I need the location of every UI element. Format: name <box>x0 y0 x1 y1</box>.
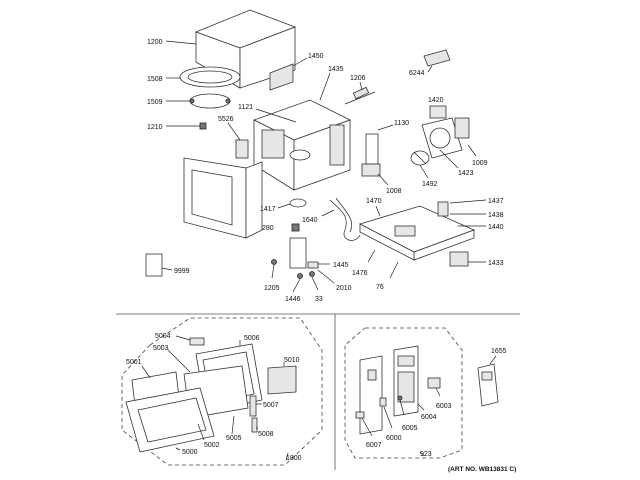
manual-9999 <box>145 253 163 277</box>
label-1446: 1446 <box>285 296 301 303</box>
part-5526 <box>235 139 249 159</box>
label-1508: 1508 <box>147 76 163 83</box>
label-1417: 1417 <box>260 206 276 213</box>
label-76: 76 <box>376 284 384 291</box>
label-1008: 1008 <box>386 188 402 195</box>
transformer-1433 <box>449 251 469 267</box>
label-5006: 5006 <box>244 335 260 342</box>
part-5010 <box>267 365 297 395</box>
label-5003: 5003 <box>153 345 169 352</box>
lamp-1206 <box>344 86 376 105</box>
control-group-boundary-923 <box>344 327 463 459</box>
art-number: (ART NO. WB13831 C) <box>448 466 516 473</box>
oven-cavity-1121 <box>252 99 352 191</box>
label-5008: 5008 <box>258 431 274 438</box>
label-1423: 1423 <box>458 170 474 177</box>
label-1450: 1450 <box>308 53 324 60</box>
label-1435: 1435 <box>328 66 344 73</box>
switch-assembly-1130 <box>361 133 381 177</box>
part-5007 <box>249 395 257 417</box>
control-label-1655 <box>477 363 499 407</box>
touch-panel-6004 <box>393 345 419 417</box>
door-panel-5000 <box>125 387 215 453</box>
label-5002: 5002 <box>204 442 220 449</box>
label-5005: 5005 <box>226 435 242 442</box>
roller-ring-1509 <box>189 93 231 109</box>
part-6000 <box>379 397 387 407</box>
label-1437: 1437 <box>488 198 504 205</box>
label-5526: 5526 <box>218 116 234 123</box>
part-1437 <box>437 201 449 217</box>
label-1433: 1433 <box>488 260 504 267</box>
label-6000: 6000 <box>386 435 402 442</box>
label-5007: 5007 <box>263 402 279 409</box>
fan-motor-1420 <box>421 105 470 159</box>
part-6005 <box>397 395 403 401</box>
label-1009: 1009 <box>472 160 488 167</box>
fan-blade-1492 <box>410 150 430 166</box>
label-2010: 2010 <box>336 285 352 292</box>
label-6244: 6244 <box>409 70 425 77</box>
label-6005: 6005 <box>402 425 418 432</box>
label-33: 33 <box>315 296 323 303</box>
latch-assembly <box>271 237 319 279</box>
label-9999: 9999 <box>174 268 190 275</box>
label-1205: 1205 <box>264 285 280 292</box>
wire-harness-1640 <box>329 197 361 241</box>
label-923: 923 <box>420 451 432 458</box>
coupler-1210 <box>199 122 207 130</box>
label-1438: 1438 <box>488 212 504 219</box>
label-1470: 1470 <box>366 198 382 205</box>
label-1200: 1200 <box>147 39 163 46</box>
base-plate-76 <box>358 205 476 261</box>
bracket-plate-1450 <box>269 63 294 91</box>
door-group-boundary-1800 <box>121 317 323 466</box>
label-1445: 1445 <box>333 262 349 269</box>
control-housing-6000 <box>359 355 383 435</box>
label-1509: 1509 <box>147 99 163 106</box>
label-6007: 6007 <box>366 442 382 449</box>
front-door-assembly <box>183 157 263 239</box>
label-1492: 1492 <box>422 181 438 188</box>
part-6007 <box>355 411 365 419</box>
label-6003: 6003 <box>436 403 452 410</box>
label-5001: 5001 <box>126 359 142 366</box>
part-6003 <box>427 377 441 389</box>
label-1206: 1206 <box>350 75 366 82</box>
label-6004: 6004 <box>421 414 437 421</box>
label-1440: 1440 <box>488 224 504 231</box>
label-1210: 1210 <box>147 124 163 131</box>
part-1417 <box>289 198 307 208</box>
part-5004 <box>189 337 205 346</box>
label-1800: 1800 <box>286 455 302 462</box>
label-1130: 1130 <box>394 120 409 127</box>
label-1420: 1420 <box>428 97 444 104</box>
label-1655: 1655 <box>491 348 507 355</box>
label-5010: 5010 <box>284 357 300 364</box>
label-5000: 5000 <box>182 449 198 456</box>
label-280: 280 <box>262 225 274 232</box>
part-5008 <box>251 417 258 433</box>
label-5004: 5004 <box>155 333 171 340</box>
part-280 <box>291 223 300 232</box>
turntable-tray-1508 <box>179 66 241 88</box>
label-1640: 1640 <box>302 217 318 224</box>
label-1121: 1121 <box>238 104 253 111</box>
label-card-6244 <box>423 49 451 67</box>
label-1476: 1476 <box>352 270 368 277</box>
